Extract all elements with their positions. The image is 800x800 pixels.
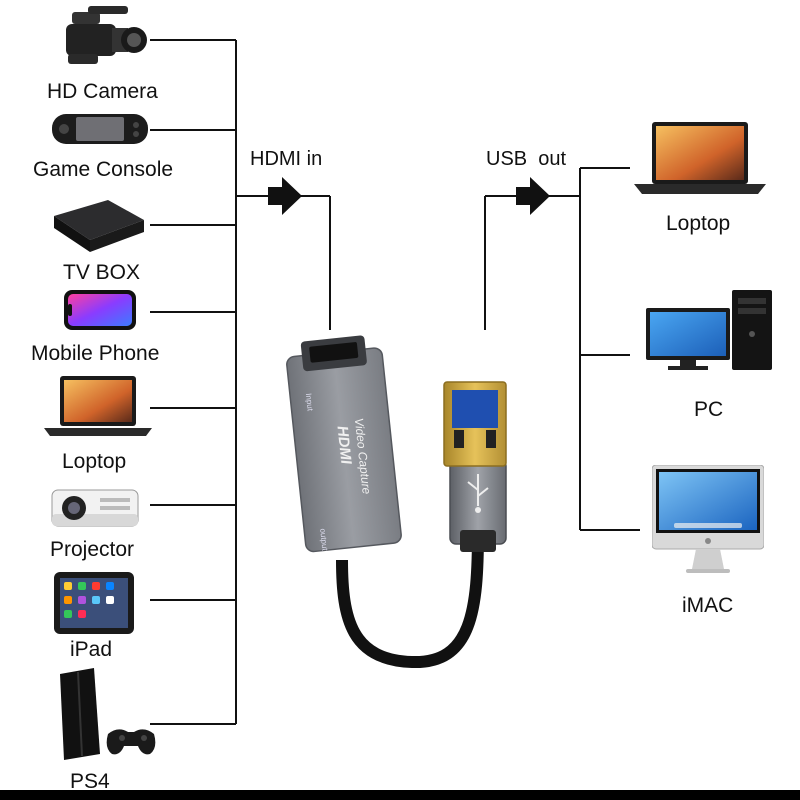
projector-icon xyxy=(50,484,140,530)
svg-text:output: output xyxy=(318,528,329,552)
mobile-phone-icon xyxy=(64,290,136,330)
ps4-icon xyxy=(56,668,156,760)
output-laptop-icon xyxy=(634,122,766,196)
svg-text:Input: Input xyxy=(304,393,315,412)
laptop-icon xyxy=(44,376,152,438)
output-label-laptop: Loptop xyxy=(666,212,731,235)
output-label-pc: PC xyxy=(694,398,724,421)
imac-icon xyxy=(652,465,764,575)
game-console-icon xyxy=(52,110,148,148)
tv-box-icon xyxy=(50,196,146,254)
input-label-ipad: iPad xyxy=(70,638,113,661)
output-label-imac: iMAC xyxy=(682,594,734,617)
camera-icon xyxy=(58,6,150,70)
hdmi-capture-device: Input output HDMI Video Capture xyxy=(282,330,542,680)
input-label-laptop: Loptop xyxy=(62,450,127,473)
input-label-hd-camera: HD Camera xyxy=(47,80,158,103)
pc-icon xyxy=(644,290,774,372)
input-label-projector: Projector xyxy=(50,538,135,561)
usb-arrow-icon xyxy=(516,177,550,215)
hdmi-arrow-icon xyxy=(268,177,302,215)
svg-text:HDMI: HDMI xyxy=(334,425,355,466)
usb-out-label: USB out xyxy=(486,148,567,170)
input-label-tv-box: TV BOX xyxy=(63,261,141,284)
bottom-border xyxy=(0,790,800,800)
ipad-icon xyxy=(54,572,134,634)
input-label-mobile-phone: Mobile Phone xyxy=(31,342,160,365)
hdmi-in-label: HDMI in xyxy=(250,148,323,170)
input-label-ps4: PS4 xyxy=(70,770,110,793)
input-label-game-console: Game Console xyxy=(33,158,174,181)
